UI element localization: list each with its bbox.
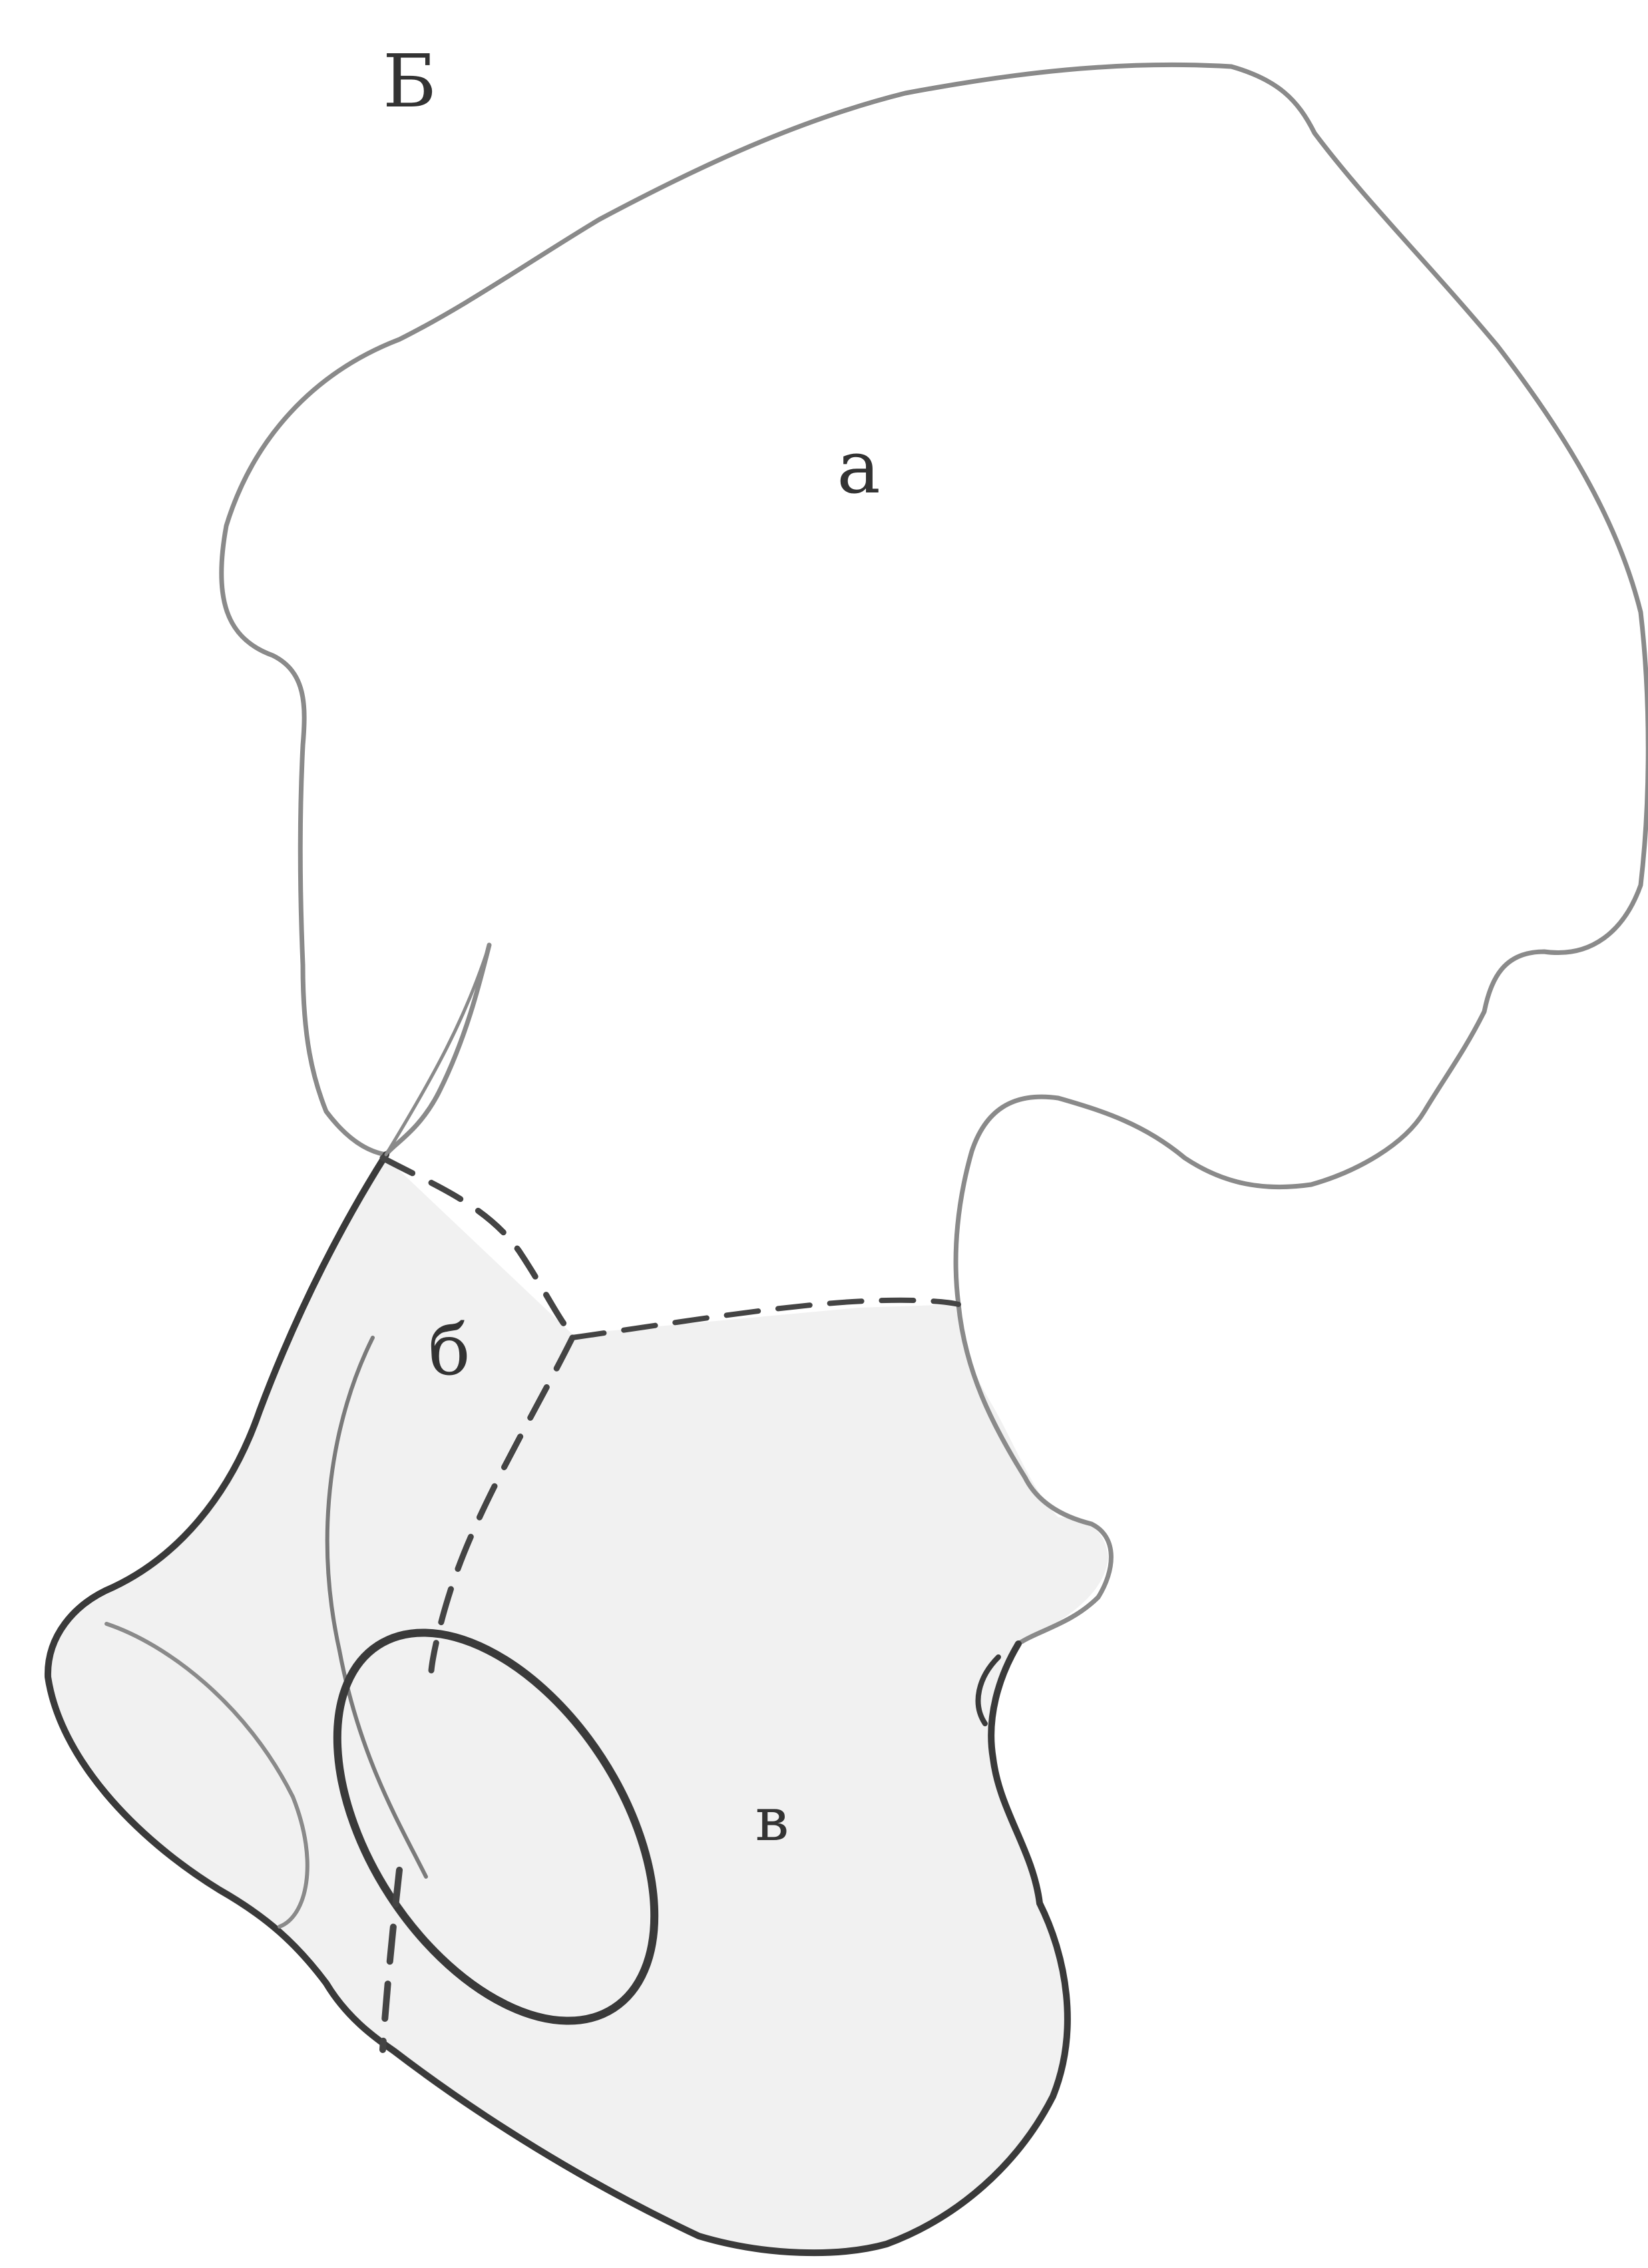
- panel-label: Б: [383, 39, 437, 124]
- region-label-b: б: [428, 1310, 470, 1391]
- thin-crossing-line: [386, 945, 489, 1155]
- region-label-a: а: [837, 425, 881, 510]
- lower-shaded-region: [47, 1155, 1108, 2252]
- region-label-c: в: [755, 1785, 789, 1855]
